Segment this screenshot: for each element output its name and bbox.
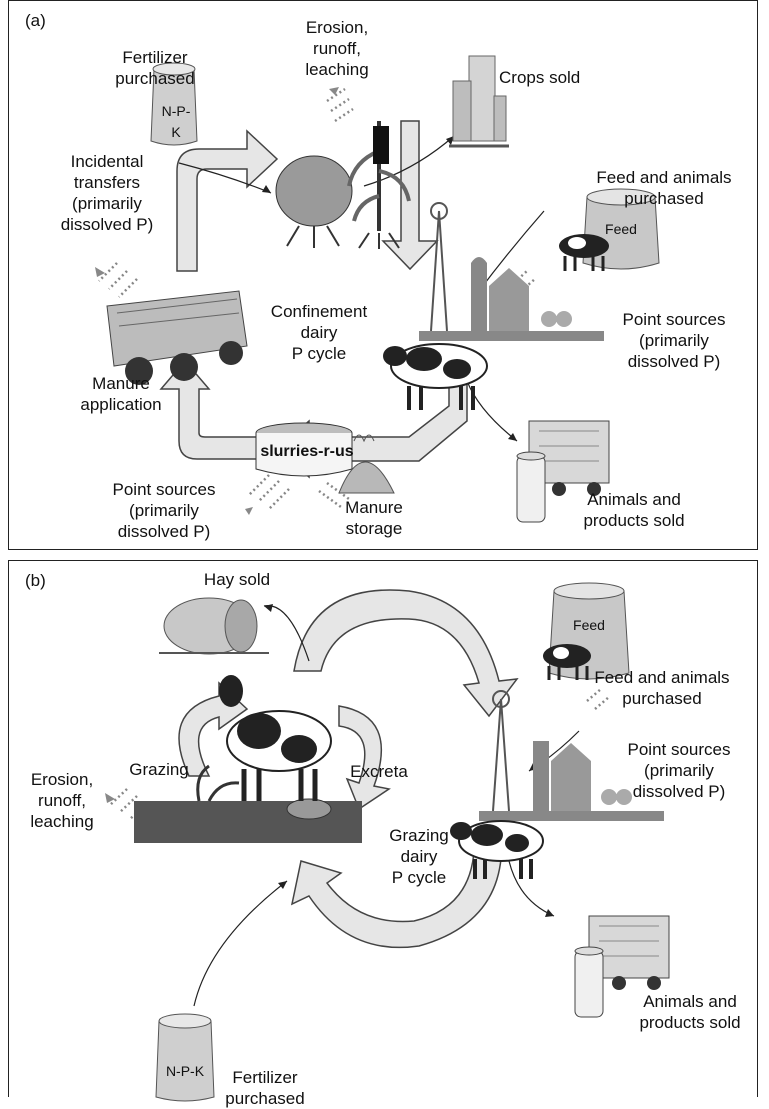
grain-elevator-icon bbox=[449, 55, 509, 148]
arrow-crops-to-sold bbox=[363, 135, 455, 187]
panel-a-graphics bbox=[95, 55, 660, 523]
panel-a-confinement-dairy: (a) Fertilizer purchased N-P-K Erosion, … bbox=[8, 0, 758, 550]
label-fertilizer-purchased: Fertilizer purchased bbox=[115, 48, 195, 88]
loss-arrows-incidental bbox=[95, 262, 138, 298]
label-manure-storage: Manure storage bbox=[345, 498, 403, 538]
label-confinement-cycle: Confinement dairy P cycle bbox=[270, 302, 368, 363]
panel-b-tag: (b) bbox=[25, 571, 46, 590]
label-hay-sold: Hay sold bbox=[203, 570, 271, 589]
label-crops-sold: Crops sold bbox=[499, 68, 581, 87]
label-fertilizer-purchased-b: Fertilizer purchased bbox=[225, 1068, 305, 1108]
cow-icon-b bbox=[450, 820, 544, 879]
feed-bag-label-a: Feed bbox=[605, 221, 637, 237]
fertilizer-bag-icon-b bbox=[155, 1013, 215, 1102]
panel-b-graphics bbox=[105, 582, 670, 1102]
farm-icon bbox=[419, 202, 604, 341]
label-animals-sold-a: Animals and products sold bbox=[583, 490, 685, 530]
pasture-icon bbox=[134, 764, 362, 843]
bag-npk-label-b: N-P-K bbox=[165, 1063, 205, 1079]
label-point-sources-right: Point sources (primarily dissolved P) bbox=[622, 310, 726, 371]
milk-truck-icon bbox=[516, 420, 610, 523]
loss-arrows-farm bbox=[513, 270, 536, 292]
arrow-crops-to-farm bbox=[381, 120, 439, 271]
grazing-cow-icon bbox=[219, 675, 332, 801]
farm-icon-b bbox=[479, 690, 664, 821]
loss-arrows-erosion-b bbox=[105, 788, 148, 821]
fertilizer-bag-icon bbox=[150, 62, 198, 146]
manure-spreader-icon bbox=[106, 290, 248, 385]
arrow-excreta bbox=[338, 705, 391, 811]
label-excreta: Excreta bbox=[350, 762, 408, 781]
label-grazing-cycle: Grazing dairy P cycle bbox=[389, 826, 449, 887]
label-manure-application: Manure application bbox=[80, 374, 162, 414]
label-grazing: Grazing bbox=[129, 760, 189, 779]
label-animals-sold-b: Animals and products sold bbox=[639, 992, 741, 1032]
arrow-spreader-to-crops bbox=[176, 129, 279, 272]
hay-bale-icon bbox=[159, 597, 269, 655]
cow-icon-small-b bbox=[543, 644, 591, 680]
panel-a-tag: (a) bbox=[25, 11, 46, 30]
cow-icon-small-a bbox=[559, 234, 609, 271]
label-erosion-b: Erosion, runoff, leaching bbox=[30, 770, 94, 831]
label-feed-animals-purchased-b: Feed and animals purchased bbox=[594, 668, 730, 708]
loss-arrows-point-left bbox=[245, 474, 290, 515]
arrow-pasture-to-farm bbox=[293, 589, 519, 718]
feed-bag-label-b: Feed bbox=[573, 617, 605, 633]
label-incidental-transfers: Incidental transfers (primarily dissolve… bbox=[60, 152, 154, 234]
label-feed-animals-purchased-a: Feed and animals purchased bbox=[596, 168, 732, 208]
manure-tank-icon bbox=[255, 422, 395, 494]
label-erosion: Erosion, runoff, leaching bbox=[305, 18, 369, 79]
arrow-fertilizer-to-pasture bbox=[193, 880, 288, 1007]
label-point-sources-left: Point sources (primarily dissolved P) bbox=[112, 480, 216, 541]
arrow-farm-to-pasture bbox=[290, 830, 503, 949]
crop-plants-icon bbox=[275, 121, 411, 249]
arrow-farm-to-sold bbox=[466, 380, 518, 442]
loss-arrows-erosion bbox=[326, 87, 354, 123]
milk-truck-icon-b bbox=[574, 915, 670, 1018]
cow-icon-a bbox=[383, 343, 488, 410]
label-point-sources-b: Point sources (primarily dissolved P) bbox=[627, 740, 731, 801]
panel-b-grazing-dairy: (b) Hay sold Feed Feed and animals purch… bbox=[8, 560, 758, 1108]
bag-npk-label: N-P-K bbox=[161, 103, 191, 140]
tank-brand-label: slurries-r-us bbox=[260, 443, 354, 460]
loss-arrows-farm-b bbox=[586, 688, 610, 710]
arrow-fertilizer-to-crops bbox=[178, 162, 272, 194]
